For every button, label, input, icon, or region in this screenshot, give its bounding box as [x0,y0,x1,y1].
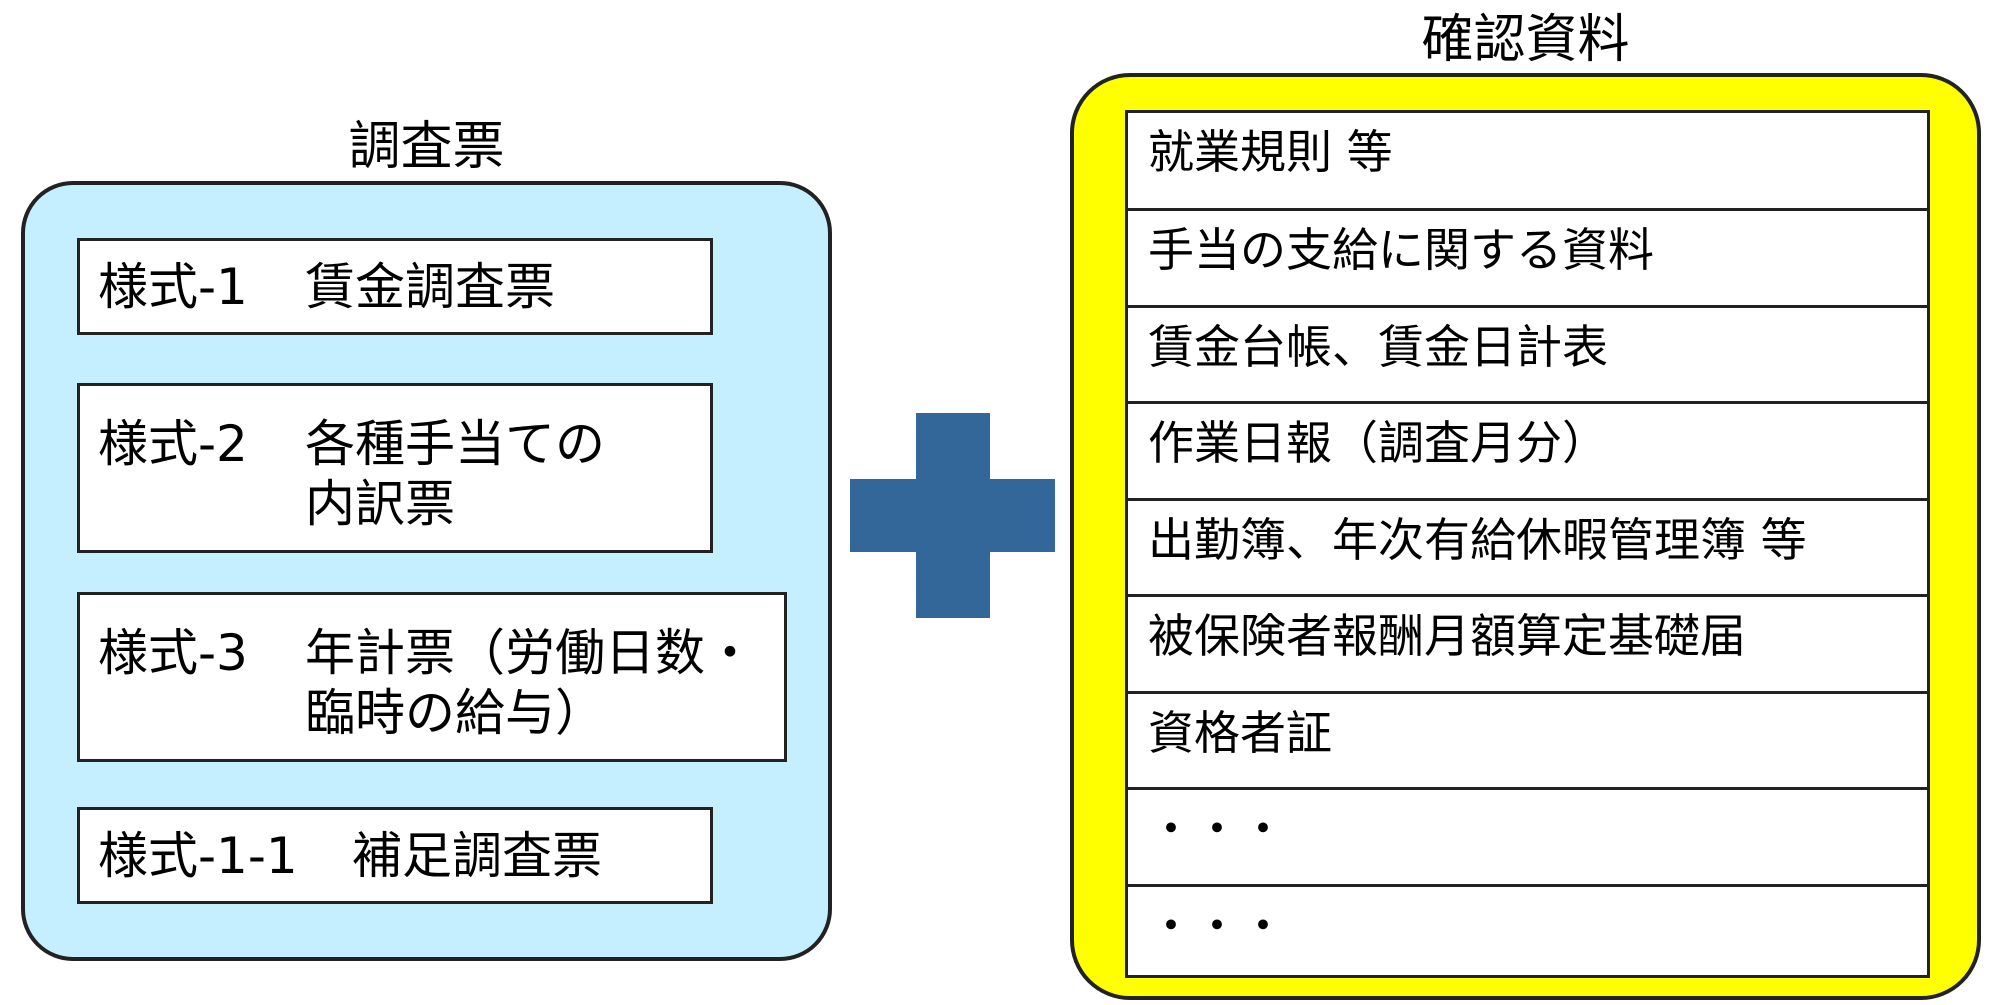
document-label: 就業規則 等 [1148,125,1393,179]
survey-group-title: 調査票 [348,117,505,177]
document-label: 作業日報（調査月分） [1148,416,1608,470]
document-row: 賃金台帳、賃金日計表 [1128,305,1927,401]
form-code: 様式-1-1 [98,827,298,885]
form-name: 年計票（労働日数・ 臨時の給与） [305,624,755,742]
form-name: 各種手当ての 内訳票 [305,415,605,533]
form-code: 様式-3 [98,624,248,682]
form-box-1: 様式-1 賃金調査票 [77,238,713,335]
document-row: 被保険者報酬月額算定基礎届 [1128,594,1927,691]
plus-shape [850,413,1055,618]
form-code: 様式-1 [98,258,248,316]
form-box-3: 様式-3 年計票（労働日数・ 臨時の給与） [77,592,787,762]
form-box-4: 様式-1-1 補足調査票 [77,807,713,904]
document-label: 被保険者報酬月額算定基礎届 [1148,609,1746,663]
form-name: 賃金調査票 [305,258,555,316]
document-label: 出勤簿、年次有給休暇管理簿 等 [1148,513,1807,567]
document-row: ・・・ [1128,884,1927,975]
document-row: 作業日報（調査月分） [1128,401,1927,498]
document-row: ・・・ [1128,787,1927,884]
document-label: 手当の支給に関する資料 [1148,223,1654,277]
document-row: 手当の支給に関する資料 [1128,208,1927,305]
document-row: 就業規則 等 [1128,113,1927,208]
form-box-2: 様式-2 各種手当ての 内訳票 [77,383,713,553]
documents-list: 就業規則 等 手当の支給に関する資料 賃金台帳、賃金日計表 作業日報（調査月分）… [1125,110,1930,978]
document-label: 資格者証 [1148,706,1332,760]
document-label: ・・・ [1148,802,1286,856]
form-name: 補足調査票 [352,827,602,885]
documents-group-title: 確認資料 [1421,10,1630,70]
document-label: ・・・ [1148,899,1286,953]
document-label: 賃金台帳、賃金日計表 [1148,320,1608,374]
document-row: 資格者証 [1128,691,1927,787]
form-code: 様式-2 [98,415,248,473]
document-row: 出勤簿、年次有給休暇管理簿 等 [1128,498,1927,594]
